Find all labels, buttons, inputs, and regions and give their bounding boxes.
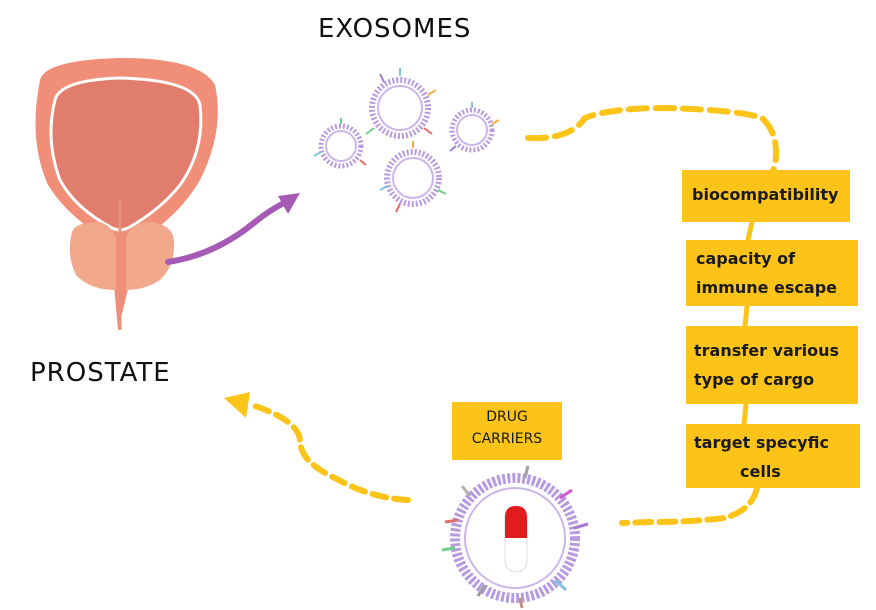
drug-carriers-line-2: CARRIERS xyxy=(471,431,543,447)
property-text: cells xyxy=(740,462,781,481)
exosome-vesicle-3 xyxy=(449,102,500,153)
exosome-vesicle-4 xyxy=(379,141,447,213)
prostate-label: PROSTATE xyxy=(30,358,171,388)
property-text: type of cargo xyxy=(694,370,815,389)
drug-carriers-box: DRUG CARRIERS xyxy=(452,402,562,460)
property-text: capacity of xyxy=(696,249,796,268)
property-text: immune escape xyxy=(696,278,837,297)
property-text: target specyfic xyxy=(694,433,829,452)
pill-capsule-icon xyxy=(504,505,528,573)
property-box-immune-escape: capacity of immune escape xyxy=(686,240,858,306)
property-box-target-cells: target specyfic cells xyxy=(686,424,860,488)
prostate-illustration xyxy=(35,58,218,330)
property-box-biocompatibility: biocompatibility xyxy=(682,170,850,222)
drug-carrier-vesicle xyxy=(441,465,589,609)
drug-carriers-line-1: DRUG xyxy=(486,409,528,425)
exosome-cluster xyxy=(313,68,500,213)
dashed-path-to-properties xyxy=(525,104,780,427)
exosomes-title: EXOSOMES xyxy=(318,14,472,44)
exosome-vesicle-1 xyxy=(365,68,437,139)
dashed-arrow-to-prostate xyxy=(224,392,411,503)
purple-arrow xyxy=(165,193,300,265)
property-text: biocompatibility xyxy=(692,185,839,204)
exosome-vesicle-2 xyxy=(313,118,367,169)
property-box-cargo-transfer: transfer various type of cargo xyxy=(686,326,858,404)
dashed-path-to-carrier xyxy=(619,485,760,526)
property-text: transfer various xyxy=(694,341,840,360)
